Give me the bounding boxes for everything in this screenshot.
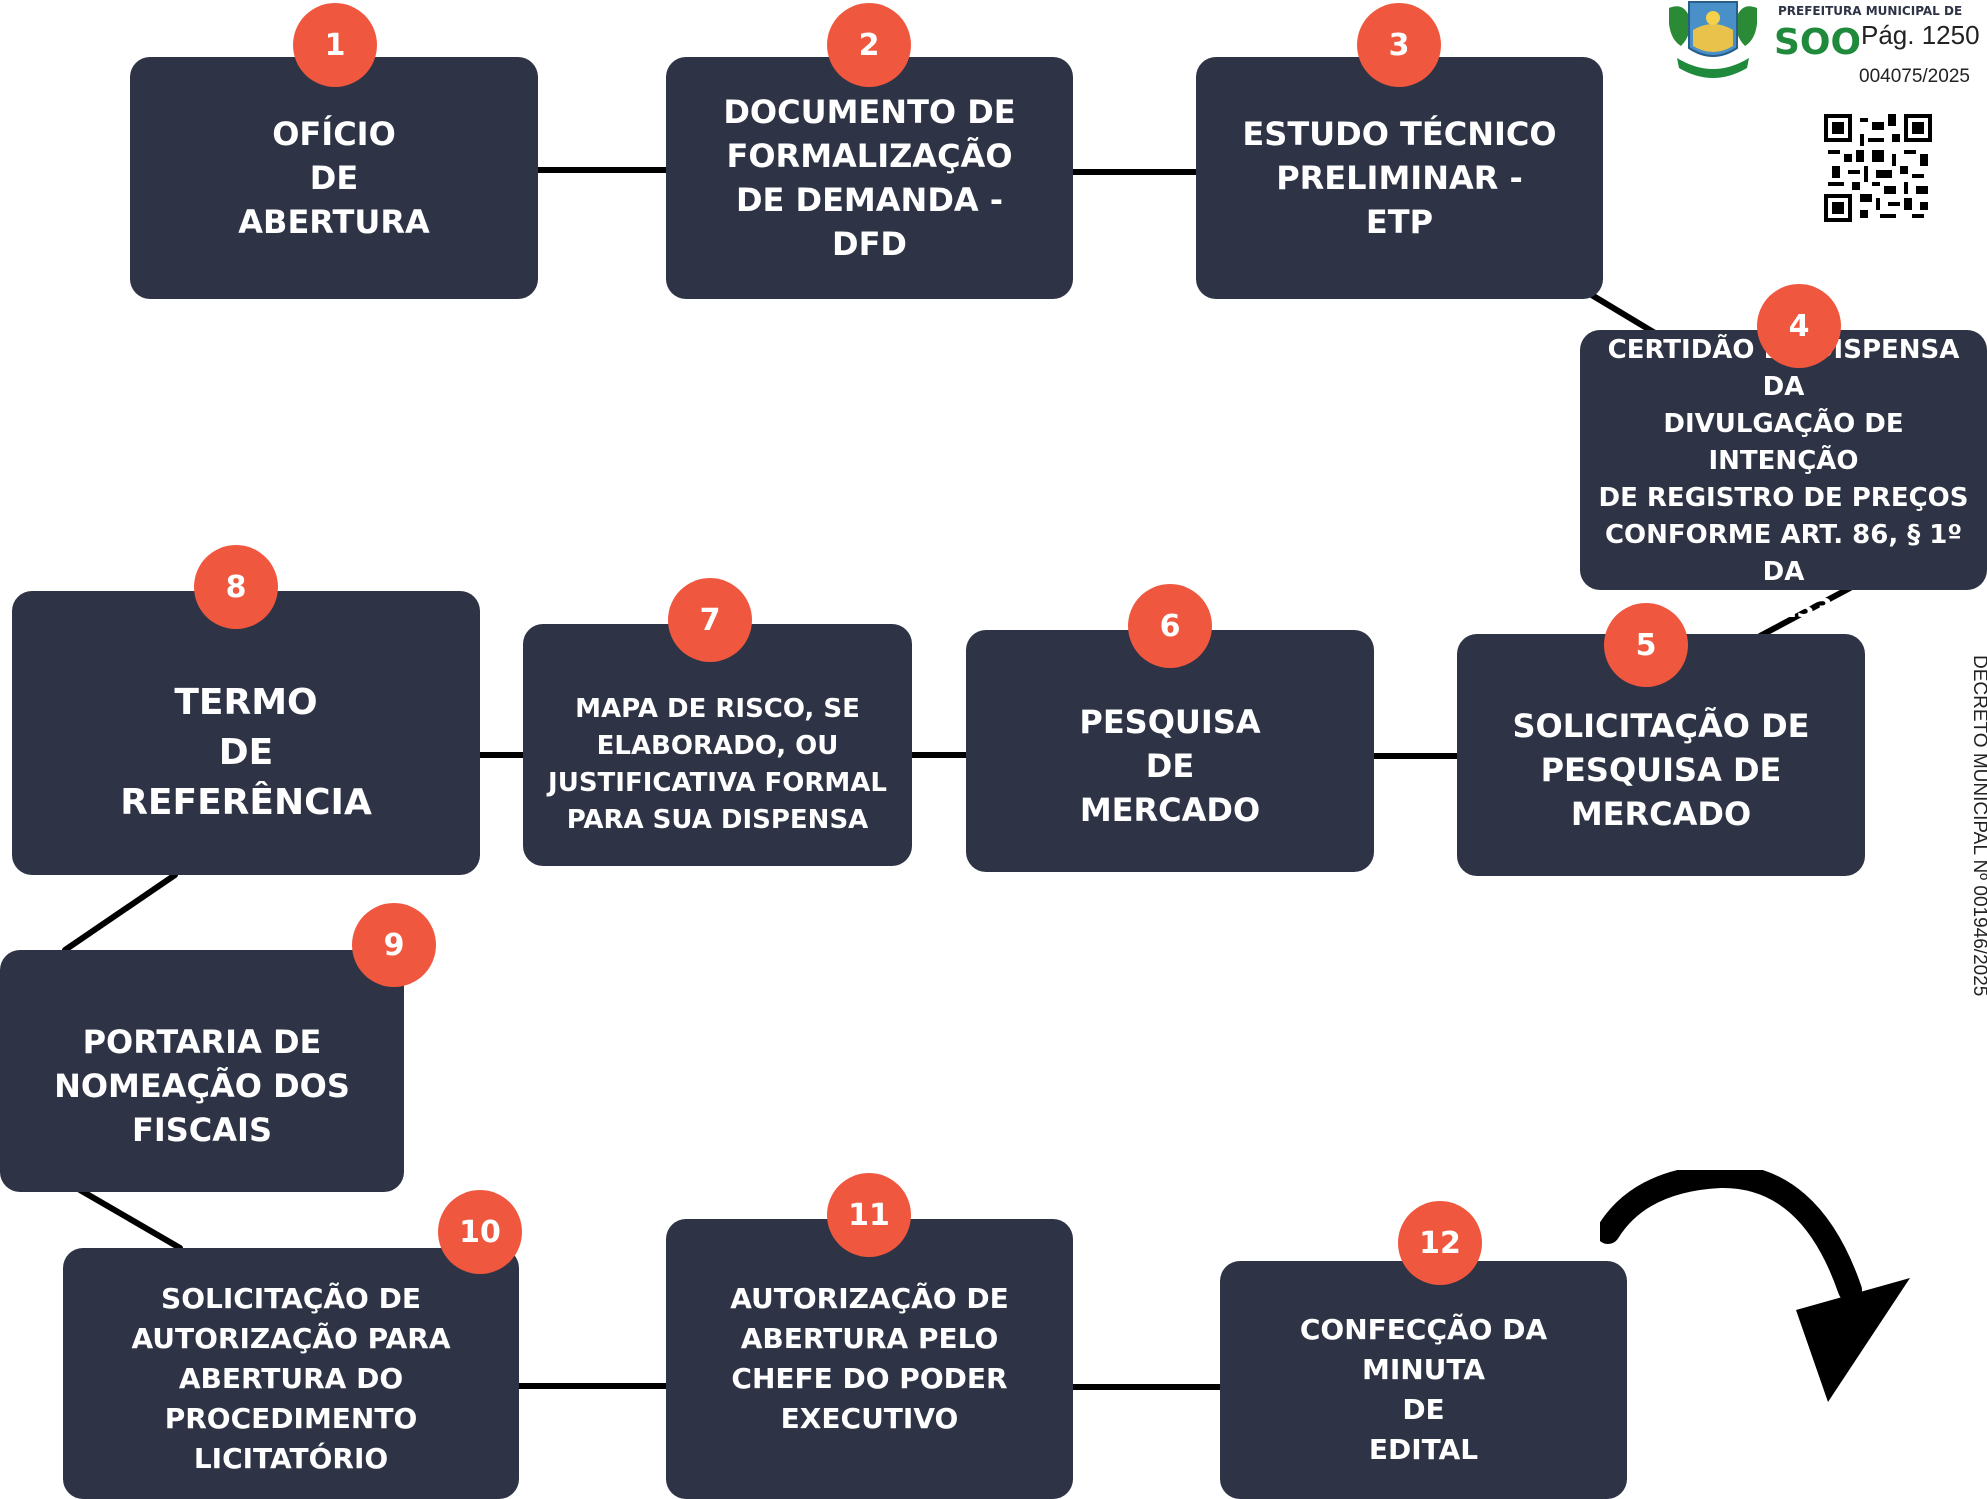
qr-code xyxy=(1824,114,1932,222)
step-4-badge: 4 xyxy=(1757,284,1841,368)
step-9-box: PORTARIA DE NOMEAÇÃO DOS FISCAIS xyxy=(0,950,404,1192)
step-1-badge: 1 xyxy=(293,3,377,87)
step-7-badge: 7 xyxy=(668,578,752,662)
step-5-badge: 5 xyxy=(1604,603,1688,687)
step-7-box: MAPA DE RISCO, SE ELABORADO, OU JUSTIFIC… xyxy=(523,624,912,866)
page-number: Pág. 1250 xyxy=(1859,20,1982,51)
connector-9-10 xyxy=(77,1187,183,1251)
step-1-box: OFÍCIO DE ABERTURA xyxy=(130,57,538,299)
step-4-text: CERTIDÃO DE DISPENSA DA DIVULGAÇÃO DE IN… xyxy=(1598,335,1969,624)
step-6-text: PESQUISA DE MERCADO xyxy=(1079,703,1261,829)
step-5-text: SOLICITAÇÃO DE PESQUISA DE MERCADO xyxy=(1512,707,1810,833)
step-12-box: CONFECÇÃO DA MINUTA DE EDITAL xyxy=(1220,1261,1627,1499)
step-2-badge: 2 xyxy=(827,3,911,87)
org-short-name: SOO xyxy=(1774,22,1862,63)
step-11-text: AUTORIZAÇÃO DE ABERTURA PELO CHEFE DO PO… xyxy=(730,1282,1009,1435)
org-name: PREFEITURA MUNICIPAL DE xyxy=(1778,4,1963,18)
step-3-badge: 3 xyxy=(1357,3,1441,87)
step-6-box: PESQUISA DE MERCADO xyxy=(966,630,1374,872)
step-3-text: ESTUDO TÉCNICO PRELIMINAR - ETP xyxy=(1242,115,1557,241)
connector-3-4 xyxy=(1587,291,1663,339)
step-5-box: SOLICITAÇÃO DE PESQUISA DE MERCADO xyxy=(1457,634,1865,876)
decree-side-note: DECRETO MUNICIPAL Nº 001946/2025 xyxy=(1969,655,1987,997)
step-1-text: OFÍCIO DE ABERTURA xyxy=(238,115,430,241)
step-10-box: SOLICITAÇÃO DE AUTORIZAÇÃO PARA ABERTURA… xyxy=(63,1248,519,1499)
connector-4-5 xyxy=(1757,585,1853,639)
next-page-arrow-icon xyxy=(1600,1170,1910,1402)
step-11-box: AUTORIZAÇÃO DE ABERTURA PELO CHEFE DO PO… xyxy=(666,1219,1073,1499)
step-8-text: TERMO DE REFERÊNCIA xyxy=(120,682,372,823)
step-9-badge: 9 xyxy=(352,903,436,987)
step-2-text: DOCUMENTO DE FORMALIZAÇÃO DE DEMANDA - D… xyxy=(723,93,1016,263)
step-6-badge: 6 xyxy=(1128,584,1212,668)
step-10-badge: 10 xyxy=(438,1190,522,1274)
step-12-badge: 12 xyxy=(1398,1201,1482,1285)
step-8-badge: 8 xyxy=(194,545,278,629)
step-7-text: MAPA DE RISCO, SE ELABORADO, OU JUSTIFIC… xyxy=(548,694,887,835)
municipal-logo xyxy=(1669,1,1757,78)
step-10-text: SOLICITAÇÃO DE AUTORIZAÇÃO PARA ABERTURA… xyxy=(131,1281,451,1475)
document-id: 004075/2025 xyxy=(1859,66,1970,87)
step-4-box: CERTIDÃO DE DISPENSA DA DIVULGAÇÃO DE IN… xyxy=(1580,330,1987,624)
step-11-badge: 11 xyxy=(827,1173,911,1257)
step-12-text: CONFECÇÃO DA MINUTA DE EDITAL xyxy=(1299,1313,1548,1466)
step-2-box: DOCUMENTO DE FORMALIZAÇÃO DE DEMANDA - D… xyxy=(666,57,1073,299)
step-8-box: TERMO DE REFERÊNCIA xyxy=(12,591,480,875)
step-9-text: PORTARIA DE NOMEAÇÃO DOS FISCAIS xyxy=(54,1023,350,1149)
connector-8-9 xyxy=(62,872,178,953)
step-3-box: ESTUDO TÉCNICO PRELIMINAR - ETP xyxy=(1196,57,1603,299)
